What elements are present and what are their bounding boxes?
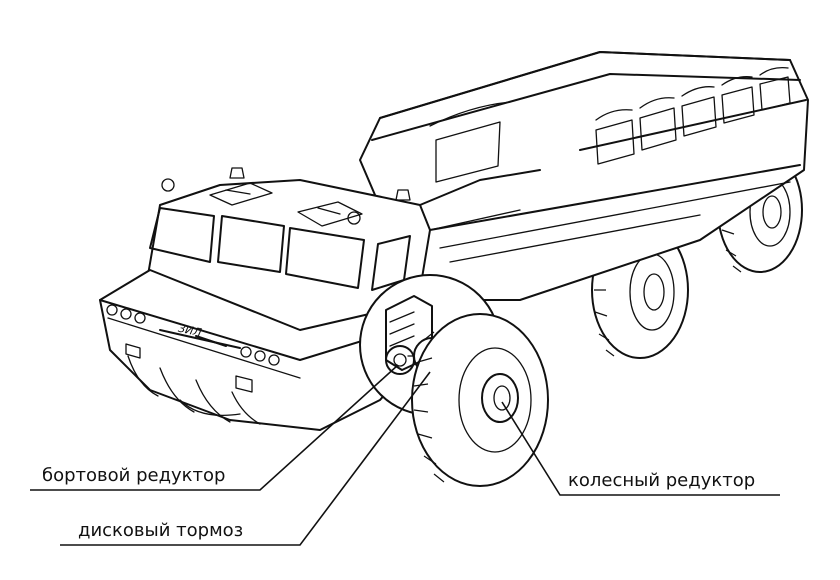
leader-side-reducer	[30, 364, 399, 491]
leader-wheel-reducer	[501, 401, 780, 496]
leader-disc-brake	[60, 371, 431, 546]
label-side-reducer: бортовой редуктор	[42, 465, 226, 486]
passenger-cabin	[359, 51, 809, 301]
label-wheel-reducer: колесный редуктор	[568, 470, 756, 491]
front-right-wheel	[411, 313, 549, 487]
front-hull	[99, 269, 441, 431]
front-wheel	[179, 399, 241, 417]
label-disc-brake: дисковый тормоз	[78, 520, 244, 541]
